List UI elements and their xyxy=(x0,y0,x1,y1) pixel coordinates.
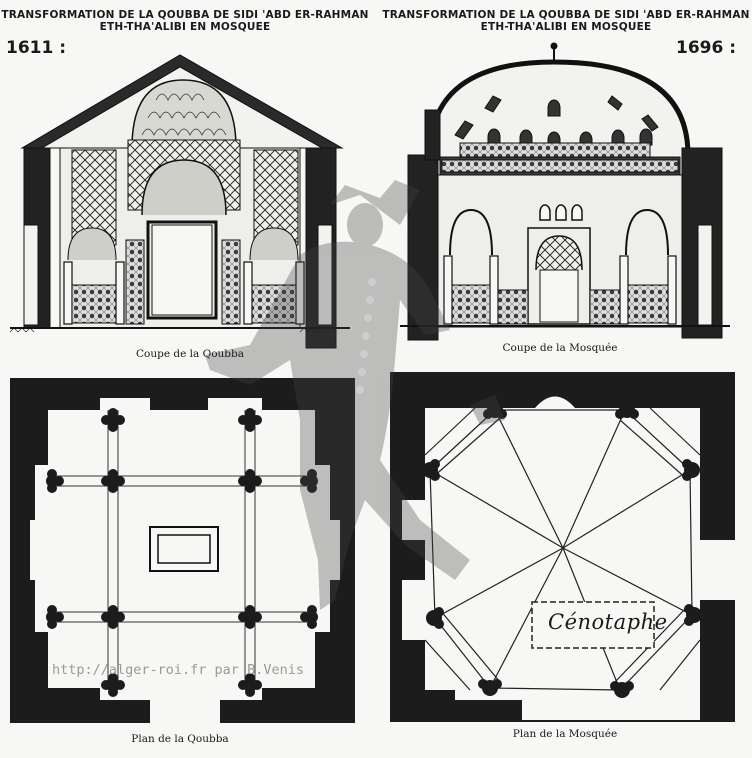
right-title-line1: TRANSFORMATION DE LA QOUBBA DE SIDI 'ABD… xyxy=(382,9,750,21)
left-title-line1: TRANSFORMATION DE LA QOUBBA DE SIDI 'ABD… xyxy=(1,9,369,21)
left-title-line2: ETH-THA'ALIBI EN MOSQUEE xyxy=(99,21,271,33)
jester-watermark xyxy=(205,180,505,610)
right-title: TRANSFORMATION DE LA QOUBBA DE SIDI 'ABD… xyxy=(380,9,752,33)
year-1611: 1611 : xyxy=(6,38,67,58)
qoubba-section-caption: Coupe de la Qoubba xyxy=(135,348,244,360)
watermark-credit: http://alger-roi.fr par B.Venis xyxy=(52,662,304,678)
qoubba-plan-caption: Plan de la Qoubba xyxy=(131,733,229,745)
mosque-plan-drawing xyxy=(390,372,735,722)
mosque-section-drawing xyxy=(400,42,730,341)
qoubba-section-drawing xyxy=(9,54,350,349)
jester-buttons xyxy=(356,278,376,394)
mosque-section-caption: Coupe de la Mosquée xyxy=(502,342,618,354)
qoubba-plan-drawing xyxy=(10,378,355,723)
left-title: TRANSFORMATION DE LA QOUBBA DE SIDI 'ABD… xyxy=(0,9,370,33)
cenotaph-box xyxy=(531,601,655,649)
mosque-plan-caption: Plan de la Mosquée xyxy=(512,728,618,740)
right-title-line2: ETH-THA'ALIBI EN MOSQUEE xyxy=(480,21,652,33)
year-1696: 1696 : xyxy=(676,38,737,58)
cenotaph-label: Cénotaphe xyxy=(548,610,668,634)
